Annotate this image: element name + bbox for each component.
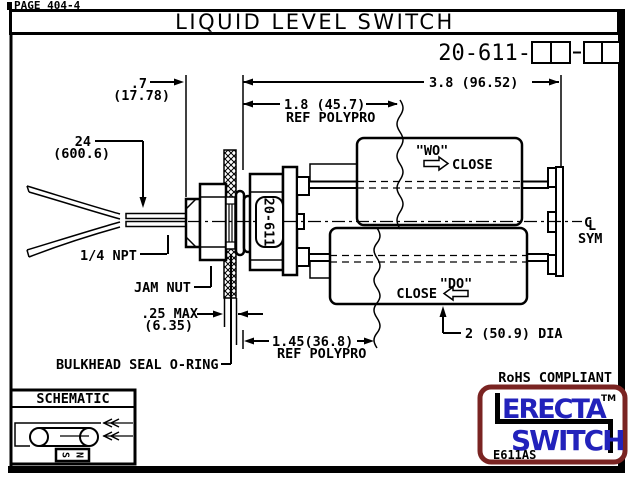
dim-wall: .25 MAX [141,306,198,322]
centerline-symbol: C L SYM [578,215,602,247]
body-marking-text: 20-611 [260,198,276,247]
right-border [618,9,625,473]
dimension-lines [95,75,562,365]
magnet-n: N [74,452,85,458]
dim-upper-note: REF POLYPRO [286,110,375,126]
rohs-label: RoHS COMPLIANT [498,370,612,386]
lead-arrows-icon [102,418,133,441]
body-marking: 20-611 [255,196,284,248]
dim-offset: .7 [131,76,147,92]
part-number: 20-611- [438,41,621,66]
stem-tubes [309,163,549,279]
oring-seal-stack [225,196,236,250]
brand-line2: SWITCH [511,424,624,457]
dimension-texts: .7 (17.78) 24 (600.6) 3.8 (96.52) 1.8 (4… [53,75,562,373]
wo-label: "WO" [416,143,449,159]
corner-mark [7,2,12,10]
magnet-icon: S N [54,447,91,463]
do-close-arrow-icon [442,285,469,302]
label-oring: BULKHEAD SEAL O-RING [56,357,219,373]
trademark: TM [601,394,616,404]
lead-wires [26,185,187,258]
page-title: LIQUID LEVEL SWITCH [175,10,455,34]
npt-thread-stem [184,197,202,249]
wo-close-arrow-icon [423,155,450,172]
cl-l: L [588,218,596,234]
schematic-title: SCHEMATIC [36,391,109,407]
brand-logo: TM ERECTA SWITCH E611AS [477,384,628,465]
label-npt: 1/4 NPT [80,248,137,264]
page-frame: PAGE 404-4 LIQUID LEVEL SWITCH [7,0,625,473]
magnet-s: S [60,452,71,458]
do-label: "DO" [440,276,473,292]
brand-line1: ERECTA [502,394,607,425]
do-action: CLOSE [396,286,437,302]
break-lines [373,99,404,349]
bottom-border [8,466,625,473]
schematic-wire [14,422,101,447]
schematic-box: SCHEMATIC S N [9,388,137,466]
wo-action: CLOSE [452,157,493,173]
dim-wire-len: 24 [75,134,91,150]
cl-sym: SYM [578,231,602,247]
reed-switch-icon [29,427,99,447]
dim-upper: 1.8 (45.7) [284,97,365,113]
dim-offset-mm: (17.78) [113,88,170,104]
float-annotations: "WO" CLOSE "DO" CLOSE [396,143,492,302]
label-jam-nut: JAM NUT [134,280,191,296]
footer: RoHS COMPLIANT TM ERECTA SWITCH E611AS [477,370,628,465]
cl-c: C [584,215,592,231]
dim-lower: 1.45(36.8) [272,334,353,350]
dim-overall: 3.8 (96.52) [429,75,518,91]
part-number-prefix: 20-611- [438,41,531,66]
dim-lower-note: REF POLYPRO [277,346,366,362]
logo-code: E611AS [493,448,536,462]
dim-wire-len-mm: (600.6) [53,146,110,162]
dim-float-dia: 2 (50.9) DIA [465,326,563,342]
do-float [328,226,529,306]
dim-wall-mm: (6.35) [144,318,193,334]
